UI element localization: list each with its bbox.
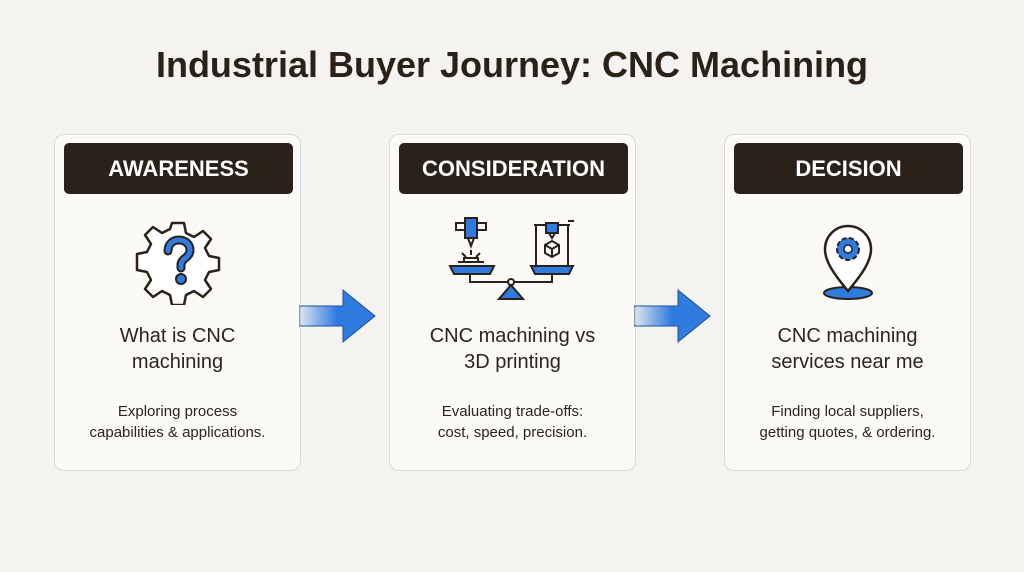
stage-description: Evaluating trade-offs:cost, speed, preci…	[437, 403, 588, 441]
stage-header: DECISION	[734, 143, 963, 194]
location-pin-gear-icon	[725, 215, 970, 315]
gear-question-icon	[55, 215, 300, 315]
stage-description: Finding local suppliers,getting quotes, …	[759, 403, 936, 441]
page-title: Industrial Buyer Journey: CNC Machining	[155, 44, 869, 85]
arrow-right-icon	[634, 288, 711, 344]
arrow-right-icon	[299, 288, 376, 344]
stage-header: CONSIDERATION	[399, 143, 628, 194]
balance-scale-cnc-vs-3d-printer-icon	[390, 215, 635, 315]
stage-header: AWARENESS	[64, 143, 293, 194]
